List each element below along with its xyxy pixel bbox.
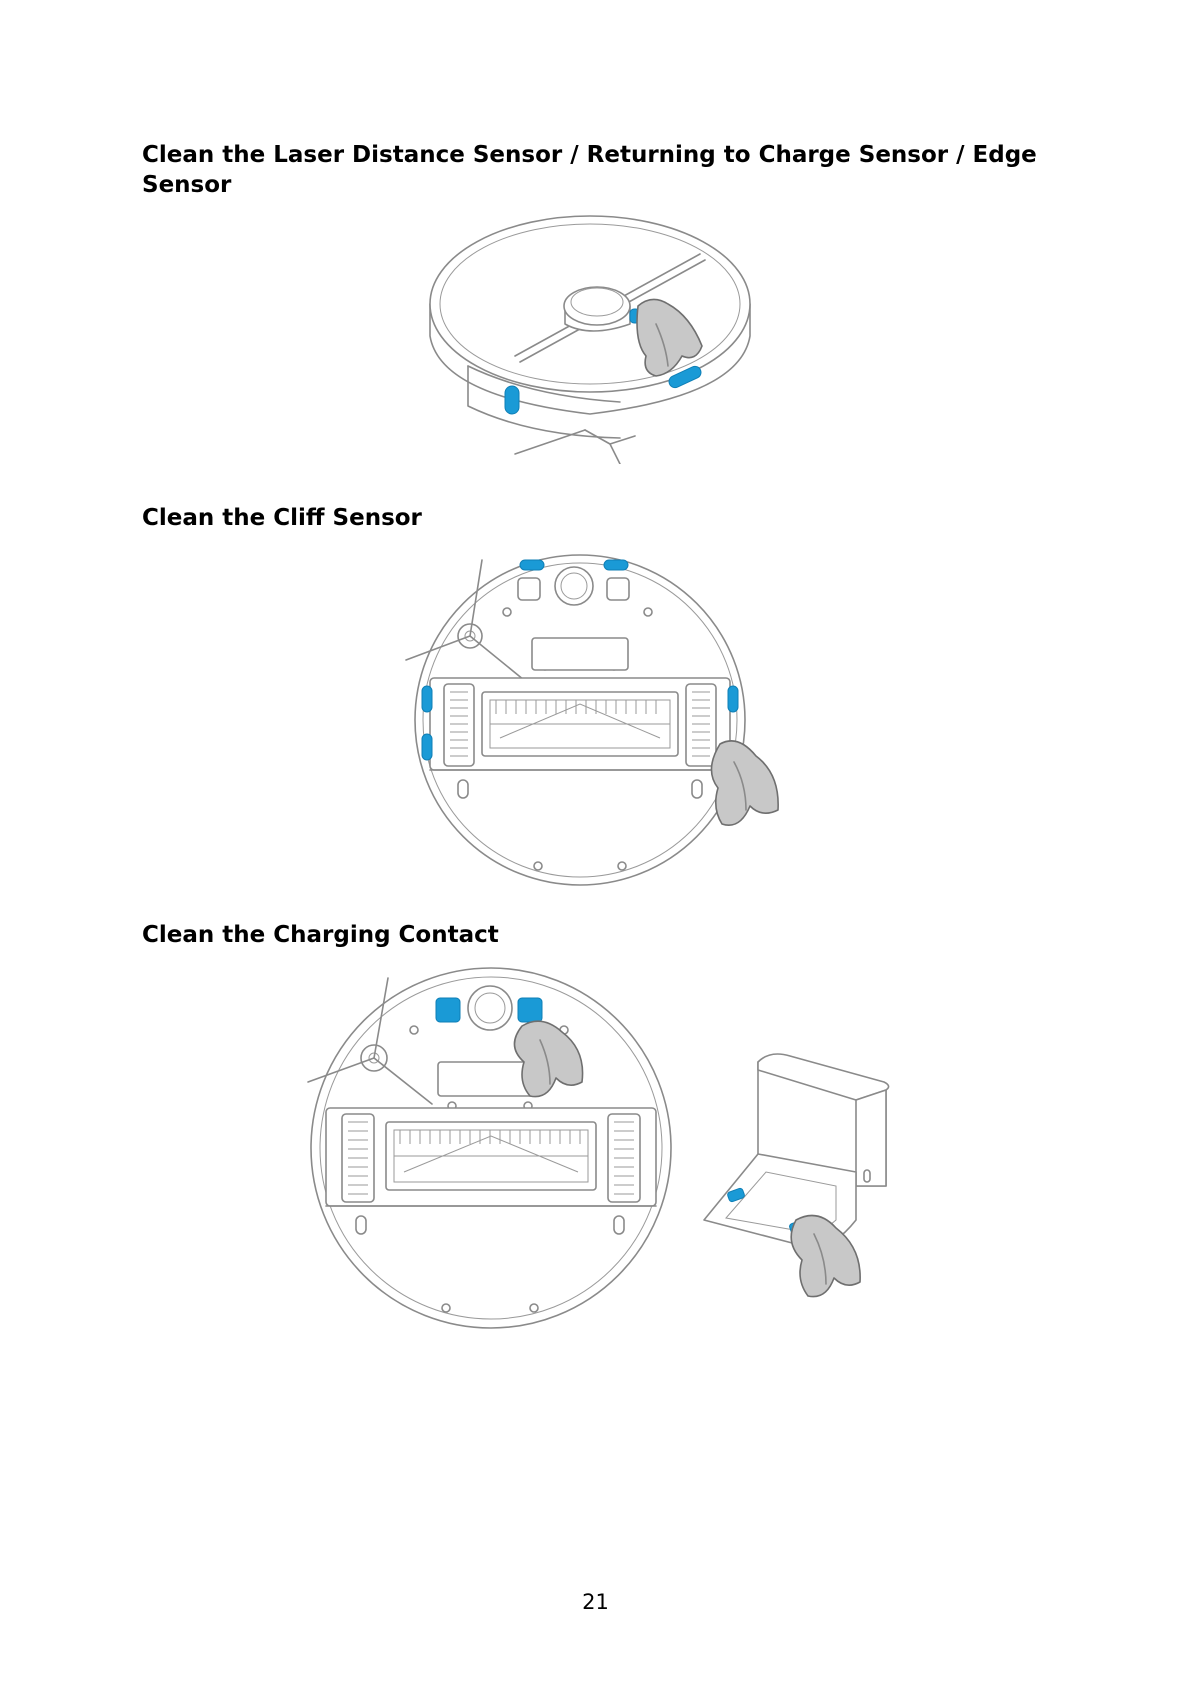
cleaning-cloth-icon (711, 741, 778, 825)
robot-top-view-illustration (420, 206, 760, 464)
cliff-sensor-front-left (520, 560, 544, 570)
edge-sensor-highlight (505, 386, 519, 414)
section-heading-cliff-sensor: Clean the Cliff Sensor (142, 503, 422, 533)
charging-contact-left (436, 998, 460, 1022)
section-heading-charging-contact: Clean the Charging Contact (142, 920, 499, 950)
page-number: 21 (0, 1590, 1191, 1614)
robot-bottom-view-cliff-illustration (400, 548, 800, 898)
cliff-sensor-left-lower (422, 734, 432, 760)
cliff-sensor-right-upper (728, 686, 738, 712)
robot-and-dock-charging-illustration (296, 958, 896, 1338)
cliff-sensor-left-upper (422, 686, 432, 712)
charging-contact-right (518, 998, 542, 1022)
section-heading-laser-sensor: Clean the Laser Distance Sensor / Return… (142, 140, 1042, 200)
cliff-sensor-front-right (604, 560, 628, 570)
